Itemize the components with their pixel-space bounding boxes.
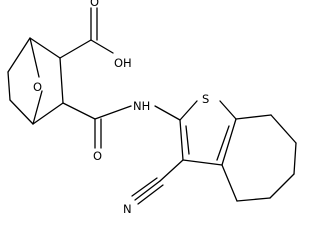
bond [236, 197, 271, 202]
hydroxyl-label: OH [114, 56, 132, 70]
bond [59, 57, 64, 104]
sulfur-label: S [202, 92, 209, 106]
bond [269, 173, 295, 199]
bond-lines [7, 7, 297, 205]
atom-labels: O OH O NH O S N [33, 0, 209, 216]
bond [7, 71, 11, 101]
bond [221, 118, 237, 166]
bond [154, 105, 181, 121]
bond [219, 100, 237, 120]
bond [94, 105, 132, 120]
bond [221, 164, 238, 202]
bond [7, 37, 31, 73]
bond [29, 37, 61, 59]
bond [59, 39, 92, 59]
bond [32, 102, 64, 125]
bond [270, 114, 297, 144]
bond [90, 39, 114, 54]
bond [159, 159, 184, 182]
bond [62, 102, 96, 120]
molecule-structure: O OH O NH O S N [7, 0, 297, 216]
bond [131, 177, 158, 197]
amide-oxygen-label: O [93, 149, 102, 163]
bond [182, 159, 223, 166]
bond [32, 90, 43, 125]
bond [235, 114, 272, 120]
bond [185, 125, 190, 155]
nitrile-nitrogen-label: N [123, 202, 132, 216]
bond [179, 100, 198, 121]
bond [9, 99, 34, 125]
bond [179, 119, 184, 161]
bond [293, 142, 297, 175]
bond [216, 125, 230, 161]
bond [29, 37, 40, 78]
carboxyl-oxygen-label: O [90, 0, 99, 9]
bond [134, 180, 161, 201]
ring-oxygen-label: O [33, 80, 42, 94]
bond [137, 184, 164, 205]
amide-nh-label: NH [133, 99, 150, 113]
